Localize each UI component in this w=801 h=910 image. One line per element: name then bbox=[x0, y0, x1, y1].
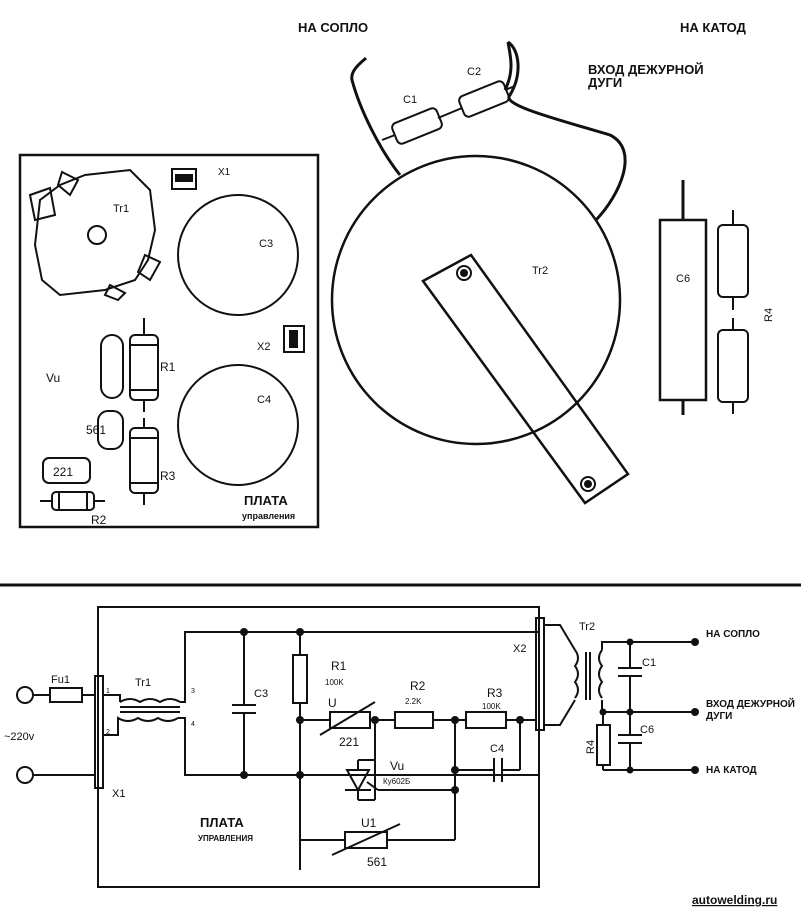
control-board bbox=[18, 153, 320, 529]
tr1-body bbox=[33, 168, 157, 297]
sch-561-label: 561 bbox=[367, 855, 387, 869]
board-221-label: 221 bbox=[53, 465, 73, 479]
sch-fu1-label: Fu1 bbox=[51, 674, 70, 686]
sch-c4-label: C4 bbox=[490, 743, 504, 755]
board-r1-label: R1 bbox=[160, 360, 176, 374]
x2-terminal-block bbox=[535, 617, 545, 731]
board-vu-label: Vu bbox=[46, 371, 60, 385]
sch-pin-1: 1 bbox=[106, 688, 110, 695]
cathode-lead bbox=[507, 40, 627, 222]
r4-resistor-b bbox=[717, 329, 749, 403]
x1-connector bbox=[171, 168, 197, 190]
c1-capacitor bbox=[391, 107, 443, 145]
tr2-transformer bbox=[330, 154, 622, 446]
fu1-fuse bbox=[49, 687, 83, 703]
watermark: autowelding.ru bbox=[692, 893, 777, 907]
sch-nozzle-label: НА СОПЛО bbox=[706, 629, 760, 640]
mains-terminal-2 bbox=[16, 766, 34, 784]
sch-u1-label: U1 bbox=[361, 816, 377, 830]
sch-r2-value: 2.2K bbox=[405, 697, 422, 706]
sch-r3-resistor bbox=[465, 711, 507, 729]
sch-pin-3: 3 bbox=[191, 688, 195, 695]
sch-c1-label: C1 bbox=[642, 657, 656, 669]
schematic-board bbox=[97, 606, 540, 888]
sch-vu-thyristor bbox=[345, 769, 371, 793]
sch-r4-label: R4 bbox=[585, 740, 597, 754]
sch-r4-resistor bbox=[596, 724, 611, 766]
mains-terminal-1 bbox=[16, 686, 34, 704]
varistor-221 bbox=[42, 457, 91, 484]
board-c4-label: C4 bbox=[257, 394, 271, 406]
sch-r2-resistor bbox=[394, 711, 434, 729]
sch-r3-label: R3 bbox=[487, 686, 503, 700]
sch-tr2-transformer bbox=[573, 649, 579, 699]
board-x1-label: X1 bbox=[218, 167, 231, 178]
sch-c3-label: C3 bbox=[254, 688, 268, 700]
sch-r1-resistor bbox=[292, 654, 308, 704]
board-x2-label: X2 bbox=[257, 341, 270, 353]
sch-r1-value: 100K bbox=[325, 678, 344, 687]
sch-pin-4: 4 bbox=[191, 721, 195, 728]
c3-capacitor bbox=[177, 194, 299, 316]
board-r2-label: R2 bbox=[91, 513, 107, 527]
tr1-primary bbox=[103, 694, 181, 704]
c6-capacitor bbox=[658, 218, 708, 402]
board-561-label: 561 bbox=[86, 423, 106, 437]
sch-x2-label: X2 bbox=[513, 643, 526, 655]
sch-cathode-label: НА КАТОД bbox=[706, 765, 757, 776]
sch-pilot-label-2: ДУГИ bbox=[706, 711, 732, 722]
sch-tr2-label: Tr2 bbox=[579, 621, 595, 633]
sch-u-label: U bbox=[328, 696, 337, 710]
sch-x1-label: X1 bbox=[112, 788, 125, 800]
top-cathode-label: НА КАТОД bbox=[680, 20, 747, 35]
nozzle-lead bbox=[350, 56, 402, 176]
board-tr1-label: Tr1 bbox=[113, 203, 129, 215]
board-subtitle: управления bbox=[242, 511, 295, 521]
top-c2-label: C2 bbox=[467, 66, 481, 78]
sch-r1-label: R1 bbox=[331, 659, 347, 673]
sch-r2-label: R2 bbox=[410, 679, 426, 693]
sch-board-title: ПЛАТА bbox=[200, 815, 244, 830]
c4-capacitor bbox=[177, 364, 299, 486]
top-nozzle-label: НА СОПЛО bbox=[298, 20, 368, 35]
sch-board-subtitle: УПРАВЛЕНИЯ bbox=[198, 834, 253, 843]
c2-capacitor bbox=[458, 80, 510, 118]
top-c1-label: C1 bbox=[403, 94, 417, 106]
x1-terminal-block bbox=[94, 675, 104, 789]
sch-c6-label: C6 bbox=[640, 724, 654, 736]
x2-connector bbox=[283, 325, 305, 353]
tr2-mounting-plate bbox=[421, 253, 630, 505]
sch-r3-value: 100K bbox=[482, 702, 501, 711]
top-c6-label: C6 bbox=[676, 273, 690, 285]
varistor-561 bbox=[97, 410, 124, 450]
sch-vu-label: Vu bbox=[390, 759, 404, 773]
top-pilot-label-1: ВХОД ДЕЖУРНОЙ bbox=[588, 62, 704, 77]
sch-pin-2: 2 bbox=[106, 729, 110, 736]
sch-vu-part: Ку602Б bbox=[383, 777, 410, 786]
top-tr2-label: Tr2 bbox=[532, 265, 548, 277]
sch-221-label: 221 bbox=[339, 735, 359, 749]
r4-resistor-a bbox=[717, 224, 749, 298]
sch-pilot-label-1: ВХОД ДЕЖУРНОЙ bbox=[706, 697, 795, 710]
sch-tr1-label: Tr1 bbox=[135, 677, 151, 689]
top-r4-label: R4 bbox=[763, 308, 775, 322]
top-pilot-label-2: ДУГИ bbox=[588, 75, 622, 90]
board-c3-label: C3 bbox=[259, 238, 273, 250]
board-r3-label: R3 bbox=[160, 469, 176, 483]
vu-thyristor bbox=[100, 334, 124, 399]
board-title: ПЛАТА bbox=[244, 493, 288, 508]
sch-mains-label: ~220v bbox=[4, 731, 35, 743]
